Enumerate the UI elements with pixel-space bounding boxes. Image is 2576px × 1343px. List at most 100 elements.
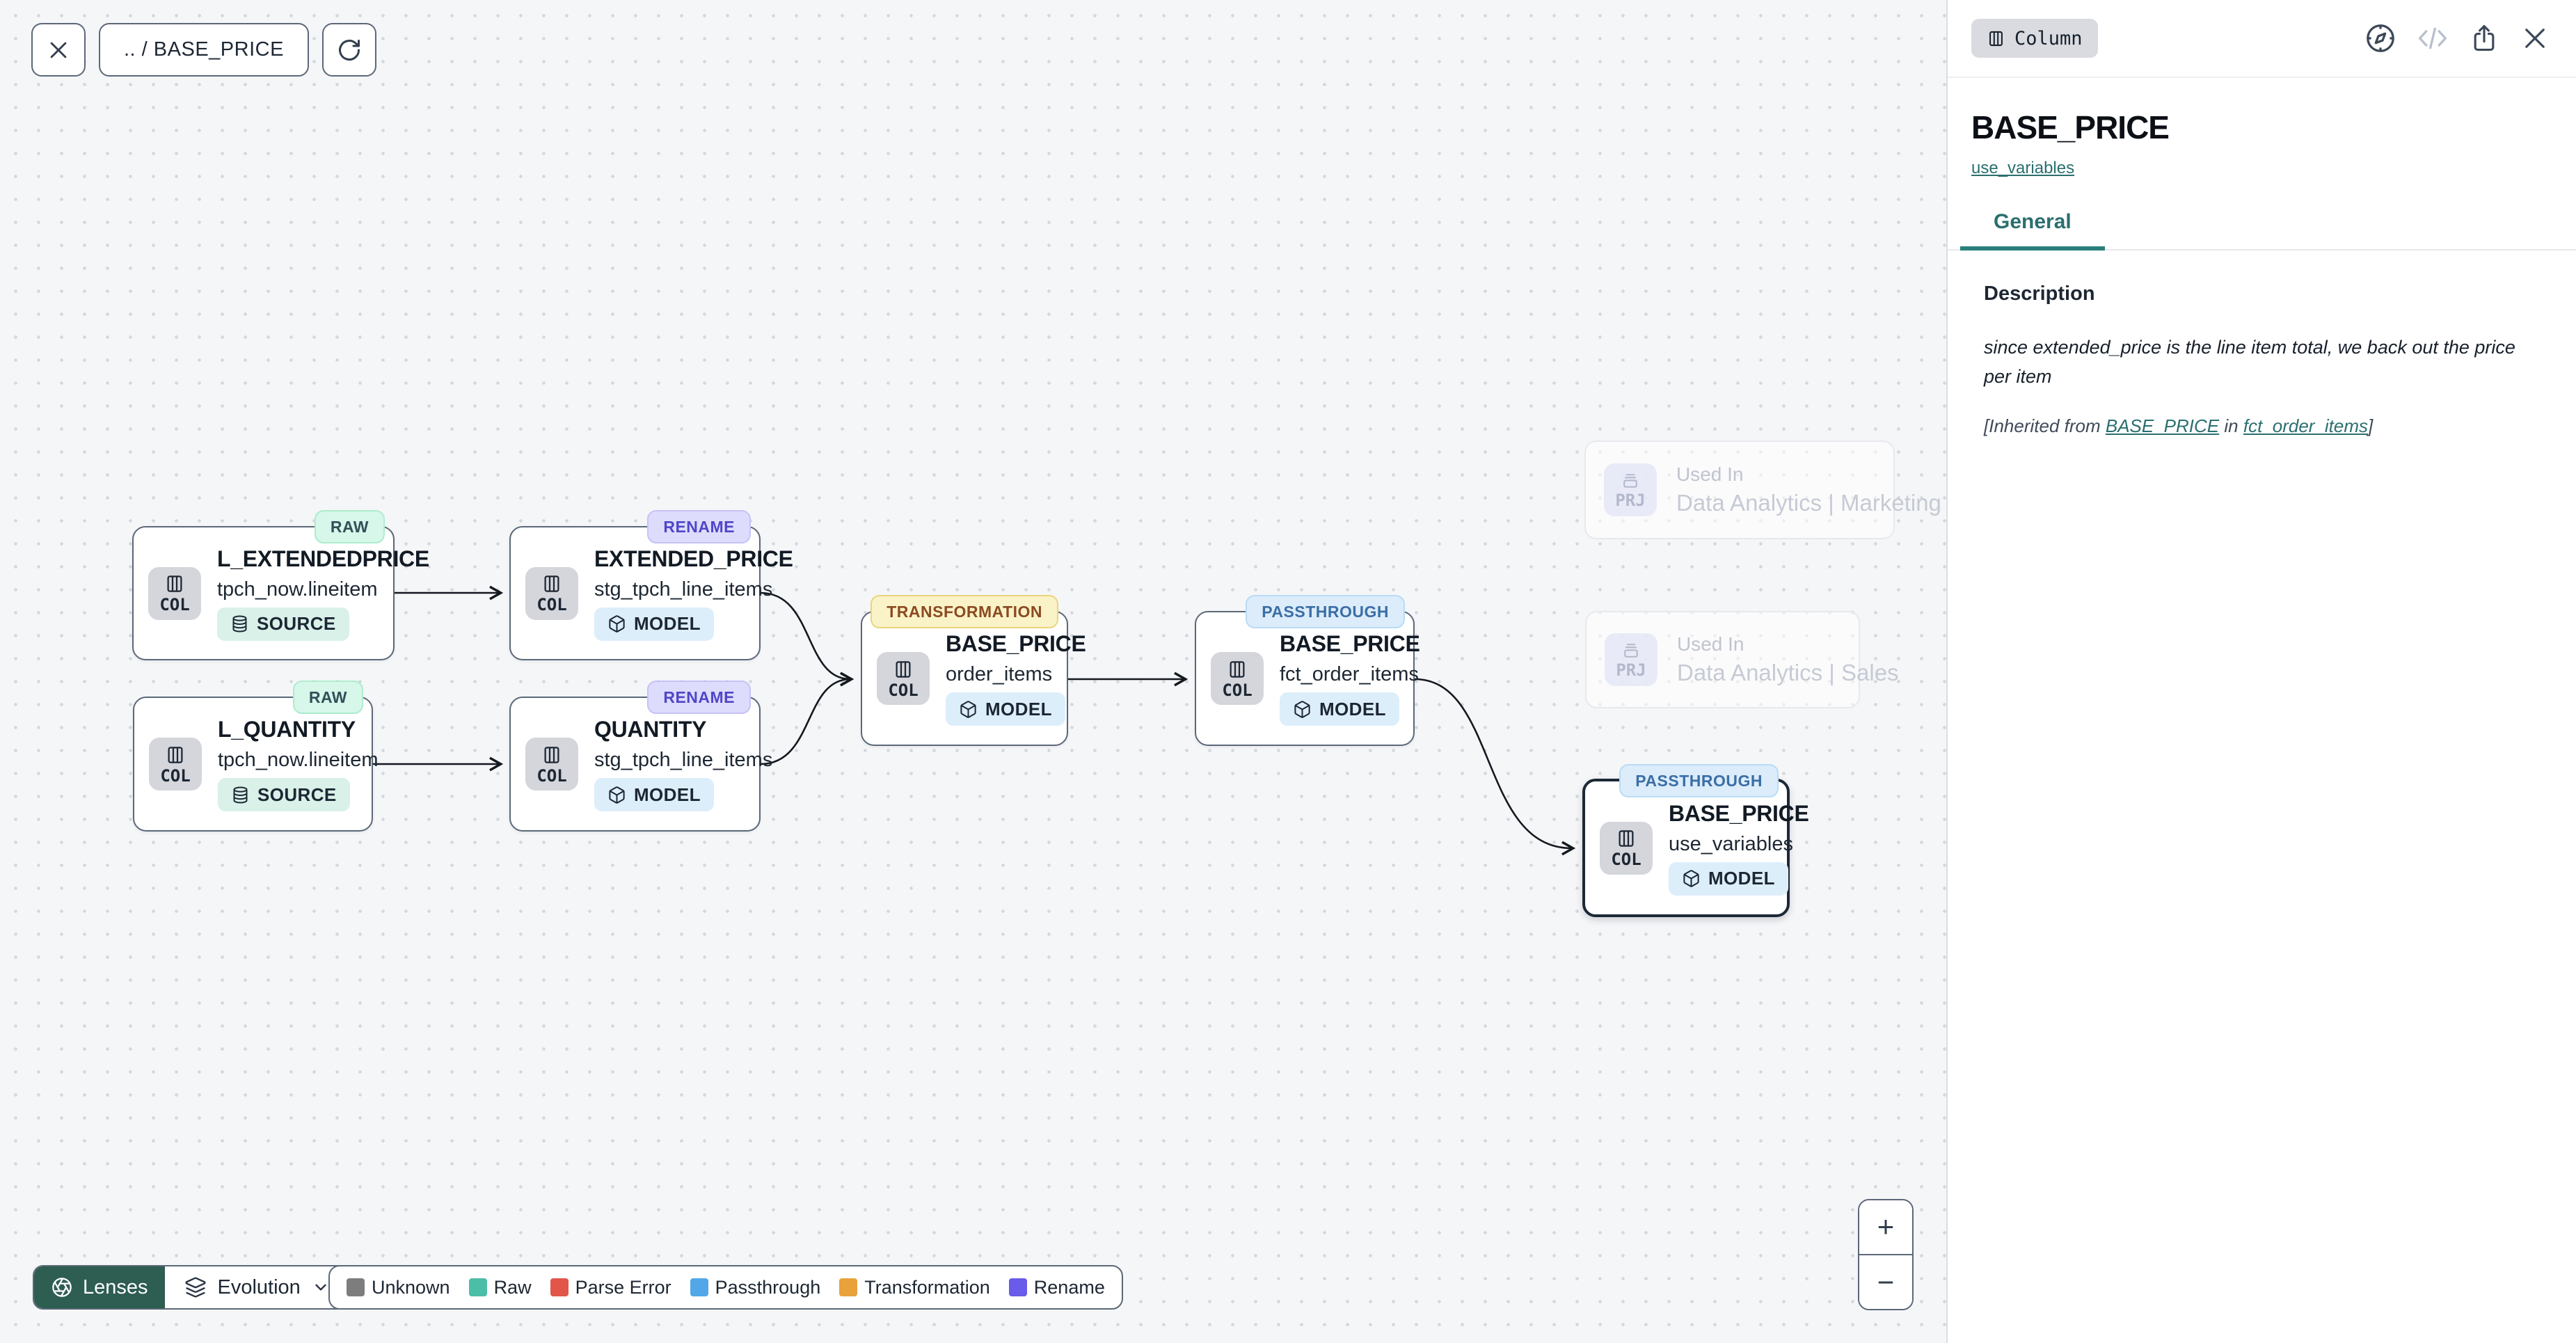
node-title: L_QUANTITY <box>218 717 356 742</box>
breadcrumb[interactable]: .. / BASE_PRICE <box>99 23 309 77</box>
column-chip: COL <box>877 652 930 705</box>
legend-item-rename: Rename <box>1008 1276 1105 1298</box>
node-extended-price[interactable]: RENAME COL EXTENDED_PRICE stg_tpch_line_… <box>509 510 793 660</box>
zoom-out-button[interactable]: − <box>1859 1255 1912 1309</box>
legend-item-passthrough: Passthrough <box>690 1276 821 1298</box>
cube-icon <box>1682 869 1701 888</box>
columns-icon <box>1227 659 1248 680</box>
refresh-button[interactable] <box>321 23 376 77</box>
inherited-column-link[interactable]: BASE_PRICE <box>2105 415 2220 436</box>
chip-label: PRJ <box>1616 660 1646 680</box>
source-pill: SOURCE <box>217 607 349 641</box>
lenses-button[interactable]: Lenses <box>34 1266 165 1308</box>
share-icon[interactable] <box>2469 23 2499 54</box>
lenses-label: Lenses <box>83 1276 148 1298</box>
column-chip: COL <box>525 566 578 620</box>
legend-swatch-rename <box>1008 1278 1027 1296</box>
close-lineage-button[interactable] <box>31 23 86 77</box>
node-title: BASE_PRICE <box>1280 631 1420 656</box>
node-subtitle: tpch_now.lineitem <box>218 749 379 771</box>
model-pill: MODEL <box>594 778 714 811</box>
columns-icon <box>893 659 914 680</box>
node-baseprice-usevariables-selected[interactable]: PASSTHROUGH COL BASE_PRICE use_variables… <box>1582 764 1809 917</box>
source-pill: SOURCE <box>218 778 350 811</box>
node-title: L_EXTENDEDPRICE <box>217 546 429 571</box>
close-panel-icon[interactable] <box>2520 24 2550 53</box>
columns-icon <box>164 573 185 594</box>
pill-label: MODEL <box>985 698 1052 720</box>
compass-icon[interactable] <box>2364 22 2396 54</box>
cube-icon <box>1293 700 1312 719</box>
model-pill: MODEL <box>1280 692 1399 726</box>
node-l-quantity[interactable]: RAW COL L_QUANTITY tpch_now.lineitem SOU… <box>133 681 379 832</box>
node-subtitle: fct_order_items <box>1280 663 1419 685</box>
entity-type-label: Column <box>2014 27 2083 49</box>
pill-label: MODEL <box>1708 868 1775 889</box>
edge-type-badge: RAW <box>314 510 385 543</box>
inherited-suffix: ] <box>2368 415 2374 436</box>
used-in-name: Data Analytics | Marketing <box>1676 490 1941 516</box>
column-chip: COL <box>149 738 202 790</box>
lens-dropdown[interactable]: Evolution <box>164 1266 349 1308</box>
columns-icon <box>541 573 562 594</box>
pill-label: MODEL <box>634 784 701 805</box>
aperture-icon <box>51 1276 73 1298</box>
legend-label: Passthrough <box>715 1276 821 1298</box>
chip-label: PRJ <box>1615 491 1646 510</box>
description-label: Description <box>1984 283 2095 305</box>
model-pill: MODEL <box>1669 861 1788 896</box>
code-icon <box>2417 23 2448 54</box>
legend-label: Parse Error <box>575 1276 671 1298</box>
legend-item-raw: Raw <box>468 1277 532 1298</box>
node-subtitle: tpch_now.lineitem <box>217 578 378 601</box>
project-chip: PRJ <box>1604 463 1657 516</box>
node-quantity[interactable]: RENAME COL QUANTITY stg_tpch_line_items … <box>509 681 772 832</box>
node-baseprice-orderitems[interactable]: TRANSFORMATION COL BASE_PRICE order_item… <box>861 595 1086 746</box>
edge-type-badge: RENAME <box>647 681 751 714</box>
columns-icon <box>541 745 562 765</box>
used-in-card-marketing[interactable]: PRJ Used In Data Analytics | Marketing <box>1584 440 1941 539</box>
node-l-extendedprice[interactable]: RAW COL L_EXTENDEDPRICE tpch_now.lineite… <box>132 510 429 660</box>
columns-icon <box>165 745 186 765</box>
tab-general[interactable]: General <box>1960 210 2105 251</box>
inherited-mid: in <box>2219 415 2243 436</box>
edge-type-badge: PASSTHROUGH <box>1246 595 1405 628</box>
chip-label: COL <box>1611 850 1641 869</box>
edge-type-badge: PASSTHROUGH <box>1619 764 1779 797</box>
panel-tabs: General <box>1948 210 2576 251</box>
node-baseprice-fctorderitems[interactable]: PASSTHROUGH COL BASE_PRICE fct_order_ite… <box>1195 595 1420 746</box>
lens-selector: Lenses Evolution <box>33 1265 351 1310</box>
layers-icon <box>184 1276 207 1298</box>
node-title: QUANTITY <box>594 717 707 742</box>
legend-item-transformation: Transformation <box>839 1277 990 1298</box>
edge-fctorderitems-usevariables <box>1414 678 1576 856</box>
column-chip: COL <box>525 738 578 790</box>
zoom-controls: + − <box>1858 1199 1914 1310</box>
node-title: BASE_PRICE <box>946 631 1086 656</box>
pill-label: SOURCE <box>257 613 336 634</box>
details-panel: Column BASE_PRICE use_variables General … <box>1946 0 2576 1343</box>
lens-selected-label: Evolution <box>217 1276 301 1298</box>
node-subtitle: use_variables <box>1669 832 1793 855</box>
project-icon <box>1621 641 1641 660</box>
legend-label: Rename <box>1033 1276 1105 1298</box>
zoom-divider <box>1859 1253 1912 1256</box>
cube-icon <box>607 614 626 633</box>
model-pill: MODEL <box>946 692 1065 726</box>
inherited-model-link[interactable]: fct_order_items <box>2243 415 2369 436</box>
model-link[interactable]: use_variables <box>1971 159 2075 177</box>
used-in-label: Used In <box>1676 463 1744 485</box>
zoom-in-button[interactable]: + <box>1859 1200 1912 1254</box>
pill-label: MODEL <box>634 613 701 634</box>
panel-header: Column <box>1948 0 2576 78</box>
pill-label: MODEL <box>1319 698 1386 720</box>
lineage-canvas[interactable]: .. / BASE_PRICE RAW COL L_EXTENDEDPRICE … <box>0 0 1946 1343</box>
canvas-toolbar: .. / BASE_PRICE <box>31 23 376 77</box>
edge-type-badge: TRANSFORMATION <box>870 595 1058 628</box>
panel-actions <box>2364 22 2550 54</box>
used-in-label: Used In <box>1677 633 1744 655</box>
cube-icon <box>607 786 626 804</box>
used-in-card-sales[interactable]: PRJ Used In Data Analytics | Sales <box>1585 611 1899 708</box>
project-icon <box>1621 471 1640 491</box>
cube-icon <box>959 700 978 719</box>
